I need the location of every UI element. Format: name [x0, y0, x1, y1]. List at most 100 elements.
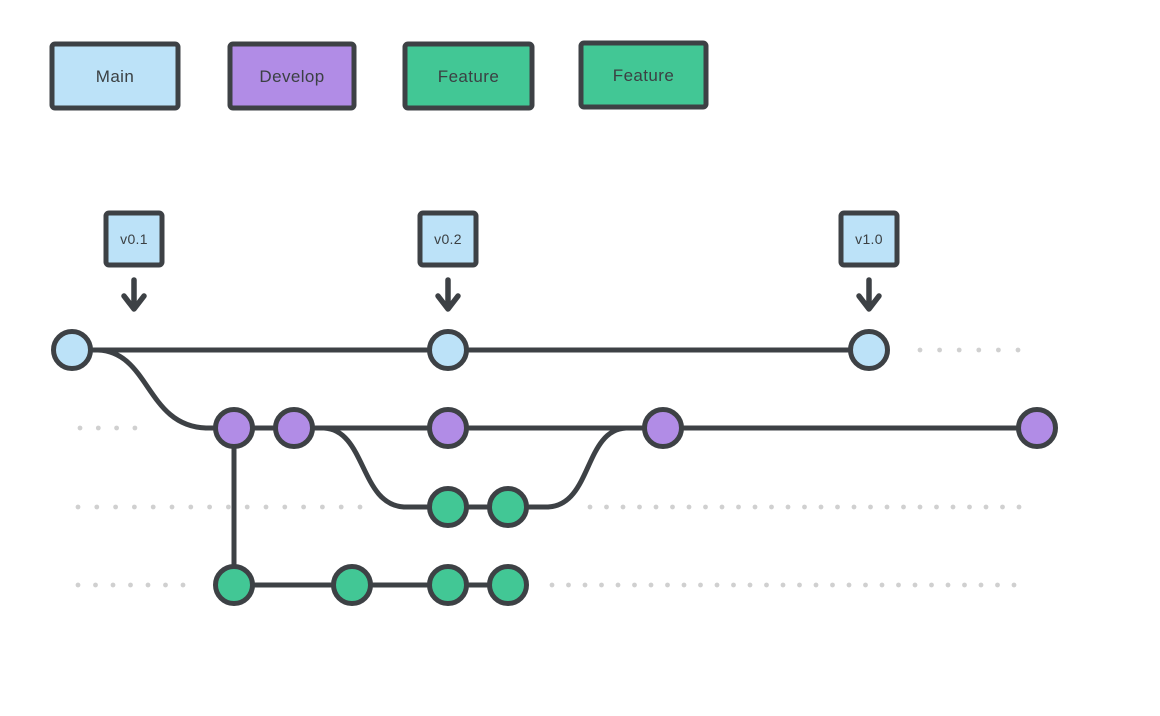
- branch-lines: [69, 347, 1040, 588]
- continuation-dot: [180, 582, 186, 588]
- legend-item-main: Main: [49, 41, 181, 111]
- dots-main-right: [917, 347, 1021, 353]
- commit-node-feature: [331, 564, 373, 606]
- continuation-dot: [983, 504, 989, 510]
- continuation-dot: [169, 504, 175, 510]
- commit-node-main: [848, 329, 890, 371]
- continuation-dot: [637, 504, 642, 510]
- commit-node-feature: [427, 564, 469, 606]
- continuation-dot: [929, 582, 934, 588]
- continuation-dot: [747, 582, 753, 588]
- tag-v0-1: v0.1: [103, 210, 165, 312]
- continuation-dot: [110, 582, 116, 588]
- tag-label: v0.2: [434, 231, 462, 247]
- tag-label: v1.0: [855, 231, 883, 247]
- continuation-dot: [937, 347, 942, 353]
- tag-box: [417, 210, 479, 268]
- commit-node-develop: [427, 407, 469, 449]
- continuation-dot: [703, 504, 708, 510]
- continuation-dot: [802, 504, 807, 510]
- edge-main-to-develop-branch: [95, 347, 209, 431]
- continuation-dot: [846, 582, 852, 588]
- commit-nodes: [51, 329, 1058, 606]
- legend-label-develop: Develop: [259, 67, 324, 86]
- continuation-dot: [719, 504, 725, 510]
- legend-swatch-feature-1: [402, 41, 535, 111]
- continuation-dot: [681, 582, 687, 588]
- continuation-dot: [896, 582, 901, 588]
- edge-develop-to-feature1-branch: [321, 425, 407, 510]
- continuation-dot: [797, 582, 802, 588]
- continuation-dot: [945, 582, 951, 588]
- continuation-dot: [207, 504, 213, 510]
- continuation-dot: [917, 347, 923, 353]
- continuation-dot: [956, 347, 962, 353]
- legend: Main Develop Feature Feature: [49, 40, 709, 111]
- continuation-dot: [995, 582, 1000, 588]
- continuation-dot: [75, 582, 81, 588]
- continuation-dot: [320, 504, 325, 510]
- continuation-dot: [582, 582, 588, 588]
- continuation-dot: [996, 347, 1001, 353]
- continuation-dot: [863, 582, 868, 588]
- continuation-dot: [868, 504, 873, 510]
- down-arrow-icon: [856, 277, 882, 312]
- tag-box: [838, 210, 900, 268]
- continuation-dot: [338, 504, 344, 510]
- dots-develop-left: [77, 425, 138, 431]
- continuation-dot: [879, 582, 885, 588]
- continuation-dot: [615, 582, 621, 588]
- legend-label-main: Main: [96, 67, 134, 86]
- continuation-dot: [604, 504, 609, 510]
- continuation-dot: [132, 425, 138, 431]
- continuation-dot: [813, 582, 819, 588]
- continuation-dot: [818, 504, 824, 510]
- commit-node-develop: [1016, 407, 1058, 449]
- commit-node-feature: [427, 486, 469, 528]
- dots-feature2-left: [75, 582, 186, 588]
- continuation-dot: [912, 582, 918, 588]
- continuation-dot: [587, 504, 593, 510]
- continuation-dot: [714, 582, 720, 588]
- continuation-dot: [780, 582, 786, 588]
- continuation-dot: [163, 582, 168, 588]
- continuation-dot: [75, 504, 81, 510]
- commit-node-feature: [487, 564, 529, 606]
- continuation-dot: [917, 504, 923, 510]
- continuation-dot: [978, 582, 984, 588]
- continuation-dot: [263, 504, 269, 510]
- tag-v0-2: v0.2: [417, 210, 479, 312]
- continuation-dot: [698, 582, 703, 588]
- continuation-dot: [731, 582, 736, 588]
- continuation-dot: [113, 504, 118, 510]
- commit-node-develop: [273, 407, 315, 449]
- dots-feature1-left: [75, 504, 363, 510]
- continuation-dot: [282, 504, 288, 510]
- continuation-dot: [145, 582, 151, 588]
- commit-node-feature: [213, 564, 255, 606]
- legend-swatch-feature-2: [578, 40, 709, 110]
- continuation-dot: [566, 582, 571, 588]
- continuation-dot: [901, 504, 906, 510]
- continuation-dot: [599, 582, 604, 588]
- continuation-dot: [95, 425, 101, 431]
- legend-label-feature-2: Feature: [613, 66, 674, 85]
- edge-feature1-to-develop-merge: [545, 425, 629, 510]
- continuation-dot: [1015, 347, 1021, 353]
- continuation-dot: [93, 582, 98, 588]
- legend-label-feature-1: Feature: [438, 67, 499, 86]
- continuation-dot: [188, 504, 194, 510]
- continuation-dot: [686, 504, 692, 510]
- continuation-dot: [94, 504, 100, 510]
- continuation-dot: [132, 504, 137, 510]
- continuation-dot: [128, 582, 133, 588]
- continuation-dot: [244, 504, 250, 510]
- continuation-dot: [226, 504, 231, 510]
- continuation-dot: [884, 504, 890, 510]
- legend-item-feature-2: Feature: [578, 40, 709, 110]
- continuation-dot: [1000, 504, 1005, 510]
- continuation-dot: [835, 504, 840, 510]
- continuation-dot: [301, 504, 306, 510]
- release-tags: v0.1 v0.2 v1.0: [103, 210, 900, 312]
